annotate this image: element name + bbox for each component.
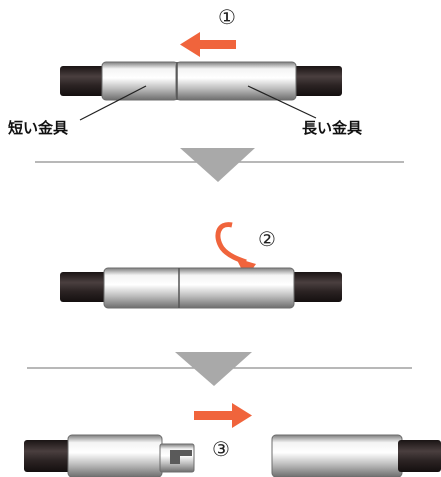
cord-right <box>292 66 342 96</box>
step-2-number: ② <box>258 227 276 251</box>
step-1-number: ① <box>218 5 236 29</box>
joined-fittings <box>103 267 295 309</box>
divider-2 <box>27 352 412 386</box>
long-fitting-label: 長い金具 <box>302 119 362 137</box>
left-arrow-icon <box>180 32 236 57</box>
step-3: ③ <box>24 403 441 477</box>
long-fitting <box>271 434 403 477</box>
cord-left <box>24 440 72 472</box>
step-1: ① 短い金具 長い金具 <box>8 5 362 137</box>
hook-tab <box>159 443 195 473</box>
down-triangle-icon <box>175 352 252 386</box>
cord-right <box>290 272 342 302</box>
short-fitting-label: 短い金具 <box>8 119 68 137</box>
divider-1 <box>35 148 404 182</box>
long-fitting <box>175 61 297 101</box>
down-triangle-icon <box>180 148 255 182</box>
short-fitting <box>101 61 179 101</box>
short-fitting <box>67 434 163 477</box>
step-2: ② <box>60 222 342 309</box>
short-fitting-pointer <box>79 85 147 121</box>
long-fitting-pointer <box>247 85 317 119</box>
step-3-number: ③ <box>212 437 230 461</box>
cord-left <box>60 272 110 302</box>
right-arrow-icon <box>194 403 252 428</box>
cord-right <box>398 440 441 472</box>
cord-left <box>60 66 106 96</box>
